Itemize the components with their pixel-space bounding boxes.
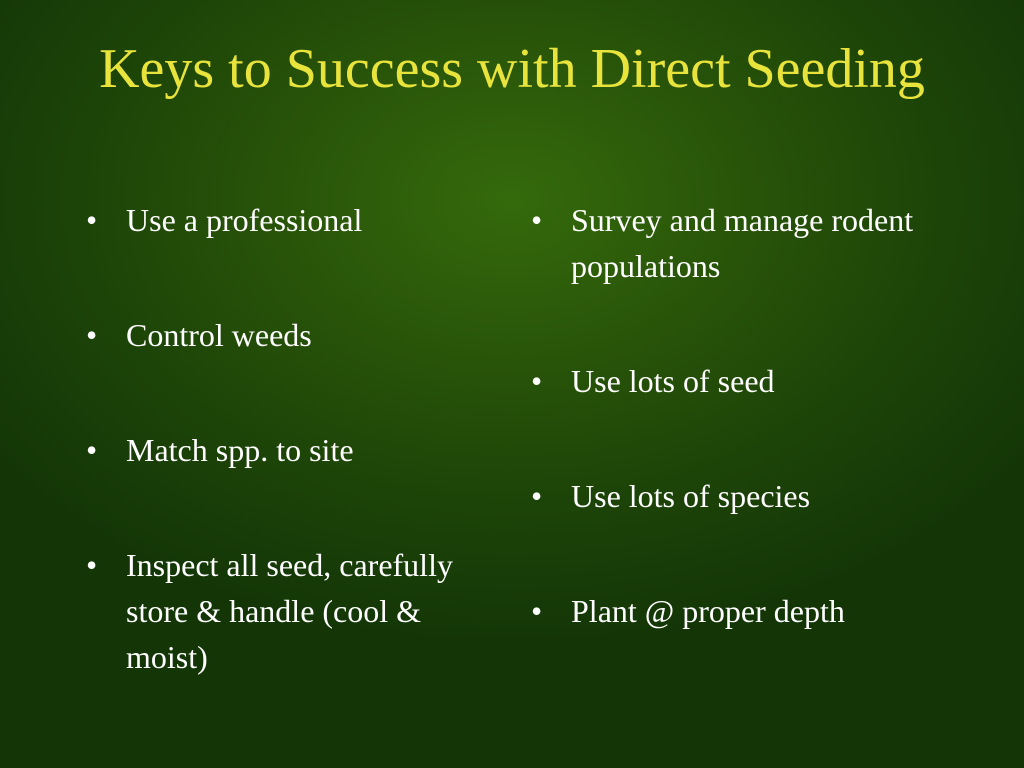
left-bullet-list: • Use a professional • Control weeds • M…	[86, 197, 496, 680]
list-item-text: Use lots of seed	[571, 363, 775, 399]
list-item: • Survey and manage rodent populations	[531, 197, 971, 289]
bullet-icon: •	[531, 478, 543, 514]
list-item-text: Use lots of species	[571, 478, 811, 514]
list-item: • Match spp. to site	[86, 427, 496, 473]
bullet-icon: •	[86, 432, 98, 468]
list-item-text: Plant @ proper depth	[571, 593, 845, 629]
bullet-icon: •	[86, 547, 98, 583]
list-item-text: Inspect all seed, carefully store & hand…	[126, 547, 453, 675]
slide-title: Keys to Success with Direct Seeding	[99, 38, 925, 100]
bullet-icon: •	[86, 317, 98, 353]
list-item: • Use lots of species	[531, 473, 971, 519]
list-item: • Control weeds	[86, 312, 496, 358]
list-item-text: Use a professional	[126, 202, 363, 238]
list-item-text: Match spp. to site	[126, 432, 354, 468]
list-item-text: Control weeds	[126, 317, 312, 353]
bullet-icon: •	[531, 363, 543, 399]
list-item: • Use lots of seed	[531, 358, 971, 404]
list-item-text: Survey and manage rodent populations	[571, 202, 914, 284]
right-bullet-list: • Survey and manage rodent populations •…	[531, 197, 971, 634]
list-item: • Use a professional	[86, 197, 496, 243]
bullet-icon: •	[531, 593, 543, 629]
list-item: • Plant @ proper depth	[531, 588, 971, 634]
list-item: • Inspect all seed, carefully store & ha…	[86, 542, 496, 680]
bullet-icon: •	[86, 202, 98, 238]
bullet-icon: •	[531, 202, 543, 238]
